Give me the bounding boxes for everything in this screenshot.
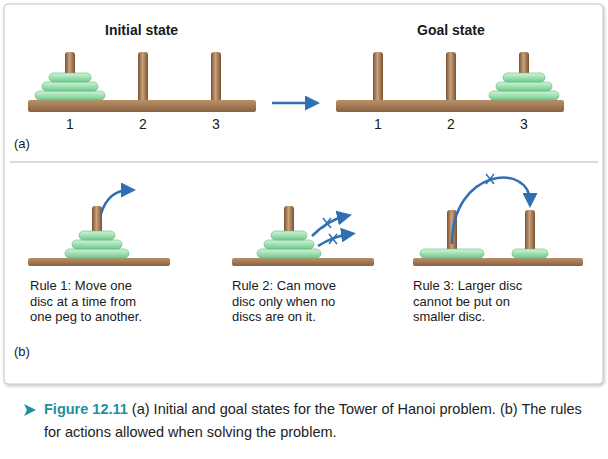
rule-text: Rule 1: Move one disc at a time from one… xyxy=(30,278,158,325)
drawing-rect xyxy=(489,91,559,100)
drawing-rect xyxy=(138,52,148,102)
drawing-path xyxy=(329,234,337,244)
rule3-figure xyxy=(413,174,583,266)
drawing-rect xyxy=(28,258,170,266)
drawing-rect xyxy=(373,52,383,102)
drawing-rect xyxy=(42,82,98,91)
figure-frame xyxy=(4,4,603,384)
rule2-figure xyxy=(232,206,374,266)
peg-number: 1 xyxy=(66,116,74,132)
part-label: (b) xyxy=(14,344,30,359)
goal-tower xyxy=(336,52,564,112)
caption: Figure 12.11 (a) Initial and goal states… xyxy=(44,398,596,444)
drawing-rect xyxy=(72,240,122,249)
peg-number: 3 xyxy=(212,116,220,132)
drawing-path xyxy=(318,234,350,246)
rule-heading: Rule 2: xyxy=(232,278,273,293)
drawing-rect xyxy=(79,231,115,240)
drawing-rect xyxy=(420,249,484,258)
rule-heading: Rule 1: xyxy=(30,278,71,293)
peg-number: 1 xyxy=(374,116,382,132)
drawing-path xyxy=(312,216,346,236)
drawing-rect xyxy=(496,82,552,91)
drawing-rect xyxy=(503,73,545,82)
figure-number: Figure 12.11 xyxy=(44,401,128,417)
drawing-rect xyxy=(35,91,105,100)
drawing-path xyxy=(101,190,130,214)
state-arrow xyxy=(272,103,314,104)
rule-text: Rule 2: Can move disc only when no discs… xyxy=(232,278,354,325)
drawing-line xyxy=(272,102,314,105)
drawing-rect xyxy=(446,52,456,102)
divider xyxy=(10,162,598,163)
peg-number: 3 xyxy=(520,116,528,132)
state-heading: Goal state xyxy=(417,22,485,38)
part-label: (a) xyxy=(14,136,30,151)
drawing-path xyxy=(486,174,494,184)
drawing-rect xyxy=(413,258,583,266)
caption-marker xyxy=(24,404,36,416)
drawing-rect xyxy=(28,100,256,112)
drawing-rect xyxy=(264,240,314,249)
drawing-rect xyxy=(49,73,91,82)
peg-number: 2 xyxy=(447,116,455,132)
drawing-rect xyxy=(232,258,374,266)
drawing-rect xyxy=(271,231,307,240)
drawing-rect xyxy=(257,249,321,258)
drawing-path xyxy=(323,218,331,228)
rule1-figure xyxy=(28,190,170,266)
drawing-rect xyxy=(211,52,221,102)
initial-tower xyxy=(28,52,256,112)
state-heading: Initial state xyxy=(105,22,178,38)
drawing-path xyxy=(452,178,530,244)
drawing-rect xyxy=(65,249,129,258)
rule-text: Rule 3: Larger disc cannot be put on sma… xyxy=(413,278,537,325)
drawing-rect xyxy=(512,249,548,258)
peg-number: 2 xyxy=(139,116,147,132)
drawing-rect xyxy=(336,100,564,112)
rule-heading: Rule 3: xyxy=(413,278,454,293)
